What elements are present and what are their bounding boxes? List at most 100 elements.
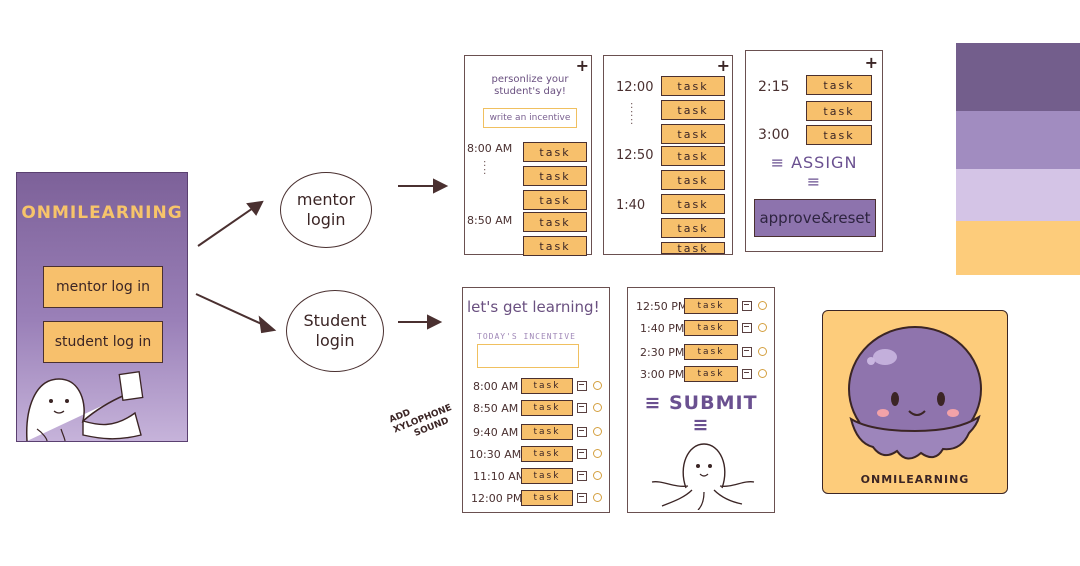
notes-icon[interactable]: [577, 403, 587, 413]
notes-icon[interactable]: [577, 381, 587, 391]
time-label: 8:00 AM: [467, 142, 513, 155]
app-title: ONMILEARNING: [21, 203, 183, 223]
task-slot[interactable]: task: [523, 236, 587, 256]
complete-checkbox[interactable]: [758, 301, 767, 310]
notes-icon[interactable]: [742, 369, 752, 379]
notes-icon[interactable]: [577, 427, 587, 437]
swatch-purple-mid: [956, 111, 1080, 169]
task-slot[interactable]: task: [521, 400, 573, 416]
complete-checkbox[interactable]: [758, 323, 767, 332]
splash-screen: ONMILEARNING mentor log in student log i…: [16, 172, 188, 442]
octopus-mascot-icon: [651, 443, 755, 510]
task-slot[interactable]: task: [661, 76, 725, 96]
swatch-orange: [956, 221, 1080, 275]
time-label: 10:30 AM: [469, 448, 522, 461]
task-slot[interactable]: task: [684, 344, 738, 360]
approve-reset-button[interactable]: approve&reset: [754, 199, 876, 237]
assign-button[interactable]: ≡ ASSIGN ≡: [770, 153, 858, 191]
add-task-icon[interactable]: +: [575, 56, 589, 75]
time-label: 12:50 PM: [636, 300, 688, 313]
octopus-logo-icon: [848, 326, 982, 460]
student-login-button[interactable]: student log in: [43, 321, 163, 363]
student-heading: let's get learning!: [467, 298, 600, 316]
time-label: 2:30 PM: [640, 346, 685, 359]
complete-checkbox[interactable]: [593, 381, 602, 390]
swatch-purple-dark: [956, 43, 1080, 111]
complete-checkbox[interactable]: [758, 369, 767, 378]
sparkle-icon: ≡: [806, 172, 822, 191]
add-task-icon[interactable]: +: [864, 53, 878, 72]
notes-icon[interactable]: [742, 323, 752, 333]
task-slot[interactable]: task: [684, 366, 738, 382]
time-label: 11:10 AM: [473, 470, 526, 483]
complete-checkbox[interactable]: [758, 347, 767, 356]
incentive-input[interactable]: write an incentive: [483, 108, 577, 128]
task-slot[interactable]: task: [661, 146, 725, 166]
task-slot[interactable]: task: [523, 142, 587, 162]
time-label: 3:00: [758, 127, 790, 143]
sparkle-icon: ≡: [692, 414, 710, 436]
task-slot[interactable]: task: [661, 194, 725, 214]
notes-icon[interactable]: [577, 471, 587, 481]
task-slot[interactable]: task: [523, 166, 587, 186]
time-label: 8:50 AM: [467, 214, 513, 227]
task-slot[interactable]: task: [661, 242, 725, 254]
mentor-screen-assign: + 2:15 task task 3:00 task ≡ ASSIGN ≡ ap…: [745, 50, 883, 252]
task-slot[interactable]: task: [661, 170, 725, 190]
swatch-lavender: [956, 169, 1080, 221]
time-label: 12:00: [616, 80, 654, 95]
task-slot[interactable]: task: [806, 101, 872, 121]
task-slot[interactable]: task: [523, 190, 587, 210]
complete-checkbox[interactable]: [593, 471, 602, 480]
add-task-icon[interactable]: +: [716, 56, 730, 75]
timeline-dots: ::: [483, 158, 487, 177]
time-label: 12:50: [616, 148, 654, 163]
color-palette: [956, 43, 1080, 275]
notes-icon[interactable]: [577, 493, 587, 503]
complete-checkbox[interactable]: [593, 403, 602, 412]
time-label: 8:00 AM: [473, 380, 519, 393]
notes-icon[interactable]: [577, 449, 587, 459]
task-slot[interactable]: task: [684, 320, 738, 336]
mentor-login-button[interactable]: mentor log in: [43, 266, 163, 308]
logo-text: ONMILEARNING: [860, 473, 970, 486]
task-slot[interactable]: task: [521, 424, 573, 440]
app-logo: ONMILEARNING: [822, 310, 1008, 494]
student-screen-afternoon: 12:50 PM task 1:40 PM task 2:30 PM task …: [627, 287, 775, 513]
complete-checkbox[interactable]: [593, 493, 602, 502]
student-screen-morning: let's get learning! TODAY'S INCENTIVE 8:…: [462, 287, 610, 513]
complete-checkbox[interactable]: [593, 449, 602, 458]
time-label: 1:40: [616, 198, 646, 213]
task-slot[interactable]: task: [521, 468, 573, 484]
task-slot[interactable]: task: [684, 298, 738, 314]
task-slot[interactable]: task: [523, 212, 587, 232]
complete-checkbox[interactable]: [593, 427, 602, 436]
time-label: 3:00 PM: [640, 368, 685, 381]
time-label: 12:00 PM: [471, 492, 523, 505]
octopus-mascot-icon: [26, 371, 144, 441]
task-slot[interactable]: task: [661, 218, 725, 238]
task-slot[interactable]: task: [661, 100, 725, 120]
sparkle-icon: ≡: [770, 153, 785, 172]
task-slot[interactable]: task: [521, 378, 573, 394]
task-slot[interactable]: task: [521, 490, 573, 506]
time-label: 8:50 AM: [473, 402, 519, 415]
time-label: 1:40 PM: [640, 322, 685, 335]
task-slot[interactable]: task: [521, 446, 573, 462]
notes-icon[interactable]: [742, 347, 752, 357]
task-slot[interactable]: task: [806, 75, 872, 95]
task-slot[interactable]: task: [661, 124, 725, 144]
timeline-dots: :::: [630, 100, 634, 127]
submit-button[interactable]: ≡ SUBMIT ≡: [644, 392, 758, 436]
mentor-screen-afternoon: + 12:00 task task ::: task 12:50 task ta…: [603, 55, 733, 255]
time-label: 9:40 AM: [473, 426, 519, 439]
incentive-display: [477, 344, 579, 368]
notes-icon[interactable]: [742, 301, 752, 311]
sparkle-icon: ≡: [644, 392, 662, 414]
time-label: 2:15: [758, 79, 790, 95]
task-slot[interactable]: task: [806, 125, 872, 145]
mentor-screen-personalize: + personlize your student's day! write a…: [464, 55, 592, 256]
